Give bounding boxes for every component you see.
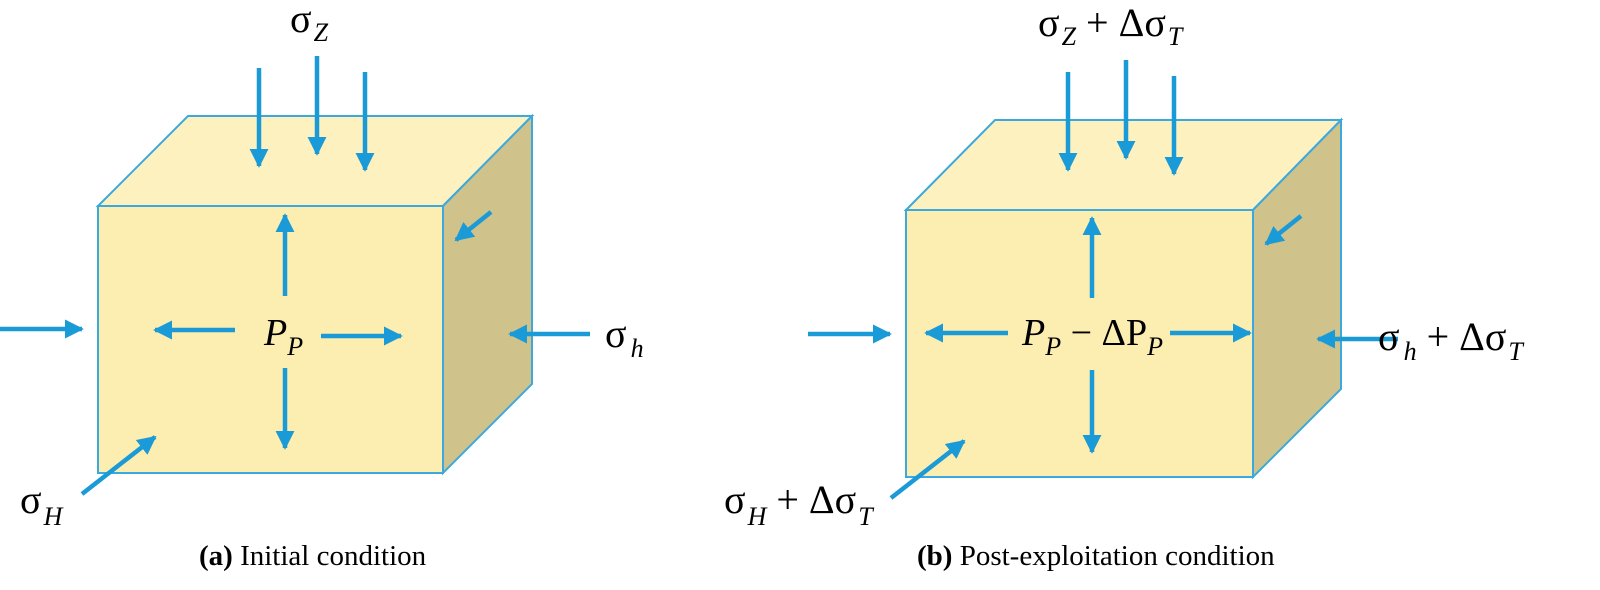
arrows-a: [0, 56, 590, 496]
cube-b-front-face: [905, 209, 1254, 478]
arrow-a-side-small: [454, 210, 493, 242]
label-a-sigma-z: σZ: [290, 0, 329, 47]
caption-b-text: Post-exploitation condition: [952, 540, 1275, 572]
cube-a: [95, 113, 535, 476]
caption-a: (a) Initial condition: [199, 540, 426, 573]
caption-b-letter: (b): [917, 540, 953, 572]
arrow-b-bottom-diag: [889, 439, 966, 500]
label-a-sigma-h-large: σH: [20, 477, 64, 531]
label-b-sigma-h-large: σH + ΔσT: [724, 477, 874, 531]
label-b-sigma-z: σZ + ΔσT: [1038, 0, 1184, 51]
label-a-pore-pressure: PP: [263, 312, 303, 361]
caption-a-text: Initial condition: [232, 540, 427, 572]
arrow-b-side-small: [1264, 214, 1303, 246]
arrows-b: [808, 60, 1398, 500]
label-b-pore-pressure: PP − ΔPP: [1021, 312, 1163, 361]
caption-b: (b) Post-exploitation condition: [917, 540, 1275, 573]
cube-b: [903, 117, 1344, 480]
caption-a-letter: (a): [199, 540, 233, 572]
arrow-a-bottom-diag: [80, 435, 157, 496]
